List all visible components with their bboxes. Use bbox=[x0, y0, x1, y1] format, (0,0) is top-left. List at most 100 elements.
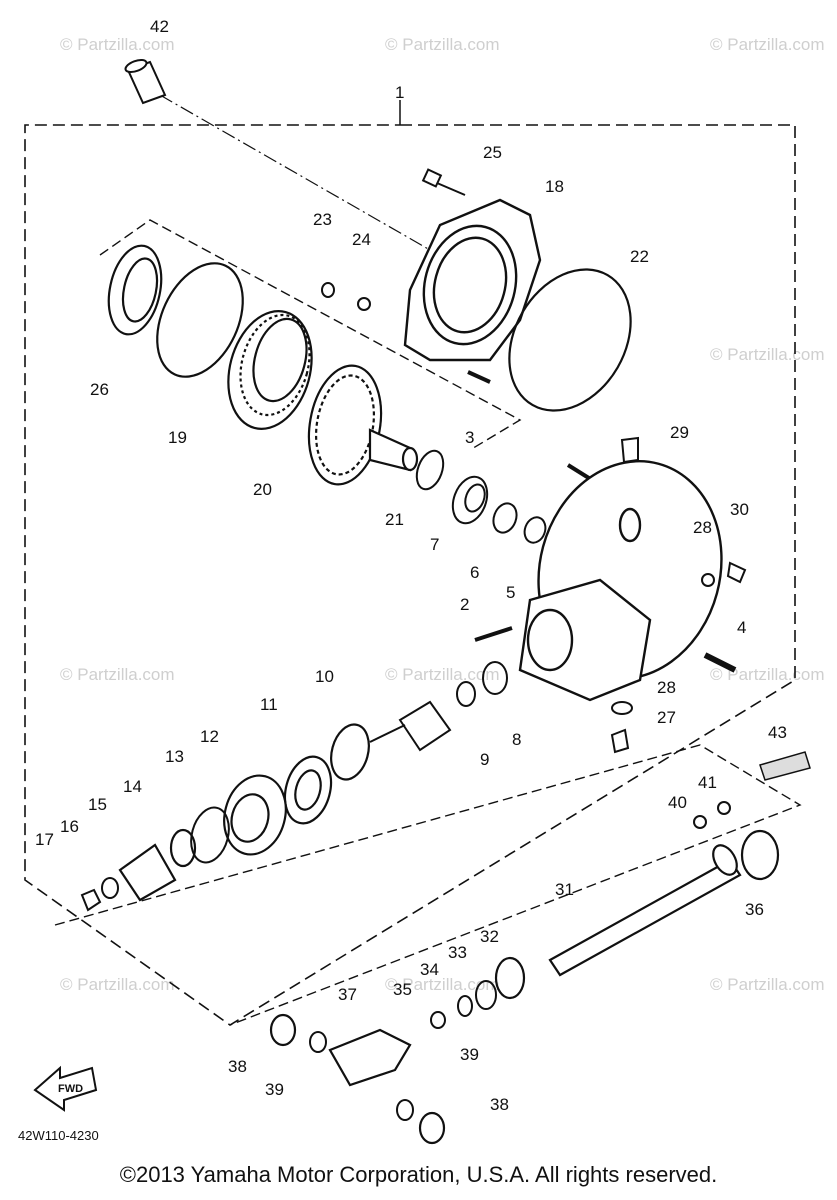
part-41-washer bbox=[717, 801, 731, 815]
callout-3: 3 bbox=[465, 428, 474, 447]
part-33-washer bbox=[475, 980, 497, 1010]
watermark: © Partzilla.com bbox=[385, 665, 500, 684]
watermark: © Partzilla.com bbox=[60, 665, 175, 684]
part-23-nut bbox=[321, 282, 335, 298]
part-37-universal-joint bbox=[328, 1028, 412, 1087]
part-15-coupling bbox=[118, 843, 177, 902]
part-28-washer bbox=[701, 573, 715, 587]
callout-6: 6 bbox=[470, 563, 479, 582]
callout-34: 34 bbox=[420, 960, 439, 979]
callout-32: 32 bbox=[480, 927, 499, 946]
callout-38-lower: 38 bbox=[490, 1095, 509, 1114]
watermark: © Partzilla.com bbox=[710, 665, 825, 684]
callout-1: 1 bbox=[395, 83, 404, 102]
callout-15: 15 bbox=[88, 795, 107, 814]
part-36-spring bbox=[740, 829, 780, 881]
callout-11: 11 bbox=[260, 695, 278, 714]
part-9-shim bbox=[456, 681, 476, 707]
callout-30: 30 bbox=[730, 500, 749, 519]
callout-28: 28 bbox=[693, 518, 712, 537]
callout-7: 7 bbox=[430, 535, 439, 554]
callout-2: 2 bbox=[460, 595, 469, 614]
part-43-label bbox=[759, 751, 811, 781]
watermark: © Partzilla.com bbox=[60, 975, 175, 994]
part-34-circlip bbox=[457, 995, 473, 1017]
part-pinion-gear bbox=[369, 700, 452, 752]
part-39-circlip bbox=[309, 1031, 327, 1053]
subgroup-bracket bbox=[99, 219, 522, 451]
diagram-part-code: 42W110-4230 bbox=[18, 1128, 99, 1143]
part-16-washer bbox=[101, 877, 119, 899]
part-31-drive-shaft bbox=[548, 844, 742, 977]
part-12-bearing-housing bbox=[223, 774, 287, 856]
part-38-bearing-cup bbox=[269, 1013, 297, 1047]
watermark: © Partzilla.com bbox=[710, 345, 825, 364]
callout-16: 16 bbox=[60, 817, 79, 836]
part-38-bearing-cup bbox=[418, 1111, 446, 1145]
part-19-o-ring bbox=[156, 262, 244, 378]
callout-26: 26 bbox=[90, 380, 109, 399]
callout-20: 20 bbox=[253, 480, 272, 499]
watermark-group: © Partzilla.com © Partzilla.com © Partzi… bbox=[60, 35, 825, 994]
part-7-bearing bbox=[451, 475, 489, 525]
watermark: © Partzilla.com bbox=[710, 35, 825, 54]
part-26-oil-seal bbox=[107, 244, 163, 336]
part-25-bolt bbox=[421, 168, 466, 196]
watermark: © Partzilla.com bbox=[710, 975, 825, 994]
callout-28-lower: 28 bbox=[657, 678, 676, 697]
part-18-gear-case-cover bbox=[403, 198, 542, 362]
part-6-washer bbox=[492, 502, 518, 534]
part-17-nut bbox=[80, 888, 102, 912]
part-35-nut bbox=[430, 1011, 446, 1029]
watermark: © Partzilla.com bbox=[385, 975, 500, 994]
callout-43: 43 bbox=[768, 723, 787, 742]
callout-25: 25 bbox=[483, 143, 502, 162]
callout-31: 31 bbox=[555, 880, 574, 899]
part-29-cap bbox=[620, 436, 639, 464]
part-27-plug bbox=[610, 728, 630, 754]
part-39-circlip bbox=[396, 1099, 414, 1121]
part-28-washer-lower bbox=[611, 701, 633, 715]
callout-35: 35 bbox=[393, 980, 412, 999]
callout-4: 4 bbox=[737, 618, 746, 637]
part-13-o-ring bbox=[190, 806, 230, 864]
callout-12: 12 bbox=[200, 727, 219, 746]
callout-38: 38 bbox=[228, 1057, 247, 1076]
part-gear-case-housing bbox=[518, 460, 723, 702]
copyright-notice: ©2013 Yamaha Motor Corporation, U.S.A. A… bbox=[119, 1162, 718, 1187]
forward-arrow-icon: FWD bbox=[33, 1065, 98, 1112]
part-42-collar bbox=[124, 58, 167, 105]
callout-39: 39 bbox=[265, 1080, 284, 1099]
watermark: © Partzilla.com bbox=[385, 35, 500, 54]
callout-36: 36 bbox=[745, 900, 764, 919]
leader-42 bbox=[159, 94, 431, 251]
part-ring-gear bbox=[307, 364, 419, 486]
part-8-bearing bbox=[482, 661, 508, 695]
part-2-stud bbox=[474, 626, 513, 642]
watermark: © Partzilla.com bbox=[60, 35, 175, 54]
part-30-bolt bbox=[726, 561, 747, 584]
callout-39-lower: 39 bbox=[460, 1045, 479, 1064]
callout-8: 8 bbox=[512, 730, 521, 749]
part-21-shim bbox=[415, 449, 445, 491]
part-11-bearing bbox=[283, 755, 333, 825]
part-20-bearing bbox=[227, 310, 313, 430]
callout-21: 21 bbox=[385, 510, 404, 529]
callout-13: 13 bbox=[165, 747, 184, 766]
callout-23: 23 bbox=[313, 210, 332, 229]
part-24-washer bbox=[357, 297, 371, 311]
callout-41: 41 bbox=[698, 773, 717, 792]
part-14-seal bbox=[169, 828, 197, 868]
part-5-seal bbox=[523, 516, 547, 544]
part-22-o-ring bbox=[508, 268, 632, 412]
callout-33: 33 bbox=[448, 943, 467, 962]
callout-19: 19 bbox=[168, 428, 187, 447]
callout-17: 17 bbox=[35, 830, 54, 849]
part-32-bearing bbox=[494, 956, 526, 1000]
callout-labels: 42 1 25 18 23 24 22 26 19 20 3 29 21 7 6… bbox=[35, 17, 787, 1114]
callout-37: 37 bbox=[338, 985, 357, 1004]
callout-14: 14 bbox=[123, 777, 142, 796]
callout-5: 5 bbox=[506, 583, 515, 602]
part-4-pin bbox=[703, 652, 737, 673]
